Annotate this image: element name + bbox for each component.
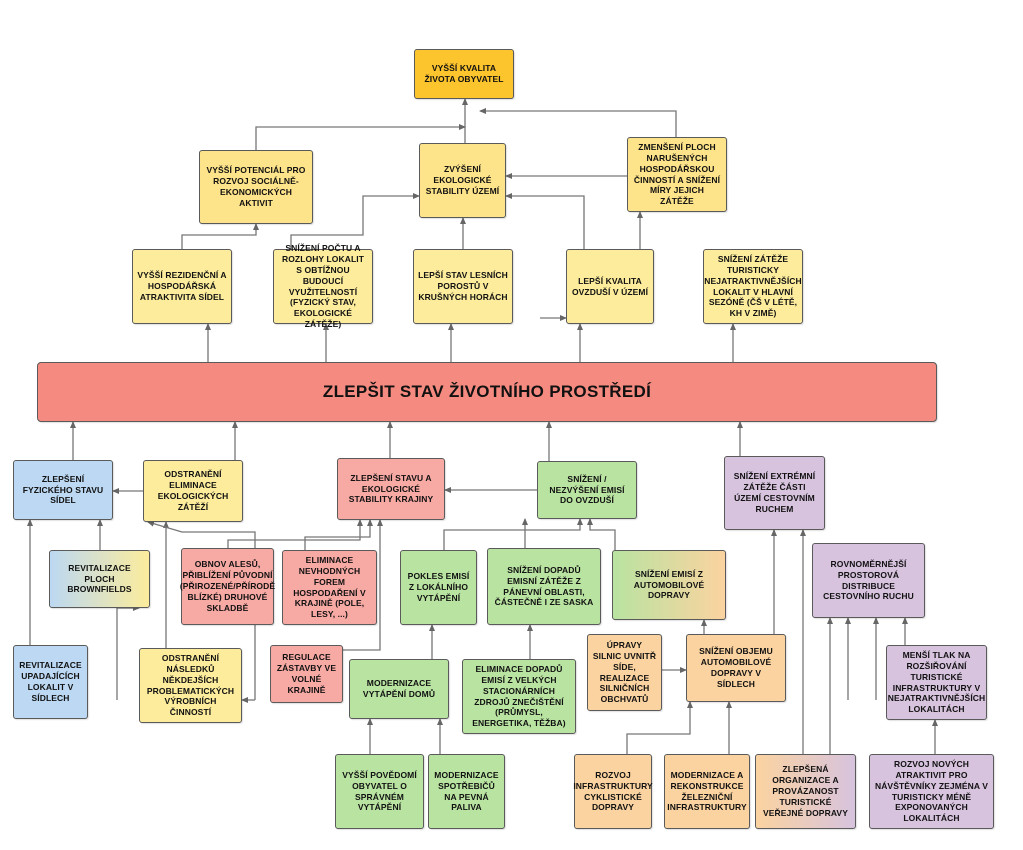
box-brownfields: REVITALIZACE PLOCH BROWNFIELDS	[49, 550, 150, 608]
box-farming: ELIMINACE NEVHODNÝCH FOREM HOSPODAŘENÍ V…	[282, 550, 377, 625]
box-car-volume: SNÍŽENÍ OBJEMU AUTOMOBILOVÉ DOPRAVY V SÍ…	[686, 634, 786, 702]
box-remove-consequences: ODSTRANĚNÍ NÁSLEDKŮ NĚKDEJŠÍCH PROBLEMAT…	[139, 648, 242, 723]
connector-arrow	[304, 519, 373, 550]
connector-arrow	[290, 193, 420, 249]
box-reduce-areas: ZMENŠENÍ PLOCH NARUŠENÝCH HOSPODÁŘSKOU Č…	[627, 137, 727, 212]
box-even-tourism: ROVNOMĚRNĚJŠÍ PROSTOROVÁ DISTRIBUCE CEST…	[812, 543, 925, 618]
connector-arrow	[227, 519, 363, 548]
box-regulation: REGULACE ZÁSTAVBY VE VOLNÉ KRAJINĚ	[270, 645, 343, 703]
box-revital-local: REVITALIZACE UPADAJÍCÍCH LOKALIT V SÍDLE…	[13, 645, 88, 719]
box-streets: ÚPRAVY SILNIC UVNITŘ SÍDE, REALIZACE SIL…	[587, 634, 662, 711]
box-car-emissions: SNÍŽENÍ EMISÍ Z AUTOMOBILOVÉ DOPRAVY	[612, 550, 726, 620]
box-appliances: MODERNIZACE SPOTŘEBIČŮ NA PEVNÁ PALIVA	[428, 754, 505, 829]
connector-arrow	[116, 605, 140, 700]
box-new-attractions: ROZVOJ NOVÝCH ATRAKTIVIT PRO NÁVŠTĚVNÍKY…	[869, 754, 994, 829]
connector-arrow	[181, 223, 259, 249]
box-forest-renewal: OBNOV ALESŮ, PŘIBLÍŽENÍ PŮVODNÍ (PŘIROZE…	[180, 548, 275, 625]
box-remove-burdens: ODSTRANĚNÍ ELIMINACE EKOLOGICKÝCH ZÁTĚŽÍ	[143, 460, 243, 522]
box-air: LEPŠÍ KVALITA OVZDUŠÍ V ÚZEMÍ	[566, 249, 654, 324]
box-eco-stability: ZVÝŠENÍ EKOLOGICKÉ STABILITY ÚZEMÍ	[419, 143, 506, 218]
box-local-heating: POKLES EMISÍ Z LOKÁLNÍHO VYTÁPĚNÍ	[400, 550, 477, 625]
connector-arrow	[587, 518, 616, 550]
box-residential: VYŠŠÍ REZIDENČNÍ A HOSPODÁŘSKÁ ATRAKTIVI…	[132, 249, 232, 324]
connector-arrow	[255, 124, 466, 150]
box-reduce-sites: SNÍŽENÍ POČTU A ROZLOHY LOKALIT S OBTÍŽN…	[273, 243, 373, 329]
box-railway: MODERNIZACE A REKONSTRUKCE ŽELEZNIČNÍ IN…	[664, 754, 750, 829]
connector-arrow	[343, 519, 383, 651]
connector-arrow	[505, 193, 585, 249]
box-physical: ZLEPŠENÍ FYZICKÉHO STAVU SÍDEL	[13, 460, 113, 520]
connector-arrow	[443, 518, 528, 550]
box-top-quality: VYŠŠÍ KVALITA ŽIVOTA OBYVATEL	[414, 49, 514, 99]
box-cycling: ROZVOJ INFRASTRUKTURY CYKLISTICKÉ DOPRAV…	[573, 754, 653, 829]
box-emissions: SNÍŽENÍ / NEZVÝŠENÍ EMISÍ DO OVZDUŠÍ	[537, 461, 637, 519]
box-extreme-tourism: SNÍŽENÍ EXTRÉMNÍ ZÁTĚŽE ČÁSTI ÚZEMÍ CEST…	[724, 456, 825, 530]
box-potential: VYŠŠÍ POTENCIÁL PRO ROZVOJ SOCIÁLNĚ-EKON…	[199, 150, 313, 224]
box-tourist-load: SNÍŽENÍ ZÁTĚŽE TURISTICKY NEJATRAKTIVNĚJ…	[703, 249, 803, 324]
connector-arrow	[626, 701, 693, 754]
box-heating-modern: MODERNIZACE VYTÁPĚNÍ DOMŮ	[349, 659, 449, 719]
box-basin: SNÍŽENÍ DOPADŮ EMISNÍ ZÁTĚŽE Z PÁNEVNÍ O…	[487, 548, 601, 625]
box-landscape: ZLEPŠENÍ STAVU A EKOLOGICKÉ STABILITY KR…	[337, 458, 445, 520]
box-awareness: VYŠŠÍ POVĚDOMÍ OBYVATEL O SPRÁVNÉM VYTÁP…	[335, 754, 424, 829]
box-forest: LEPŠÍ STAV LESNÍCH POROSTŮ V KRUŠNÝCH HO…	[413, 249, 513, 324]
box-public-transport: ZLEPŠENÁ ORGANIZACE A PROVÁZANOST TURIST…	[755, 754, 856, 829]
box-less-pressure: MENŠÍ TLAK NA ROZŠIŘOVÁNÍ TURISTICKÉ INF…	[886, 645, 987, 720]
box-large-sources: ELIMINACE DOPADŮ EMISÍ Z VELKÝCH STACION…	[462, 659, 576, 734]
box-main-goal: ZLEPŠIT STAV ŽIVOTNÍHO PROSTŘEDÍ	[37, 362, 937, 422]
connector-arrow	[524, 518, 583, 548]
connector-arrow	[479, 108, 677, 137]
